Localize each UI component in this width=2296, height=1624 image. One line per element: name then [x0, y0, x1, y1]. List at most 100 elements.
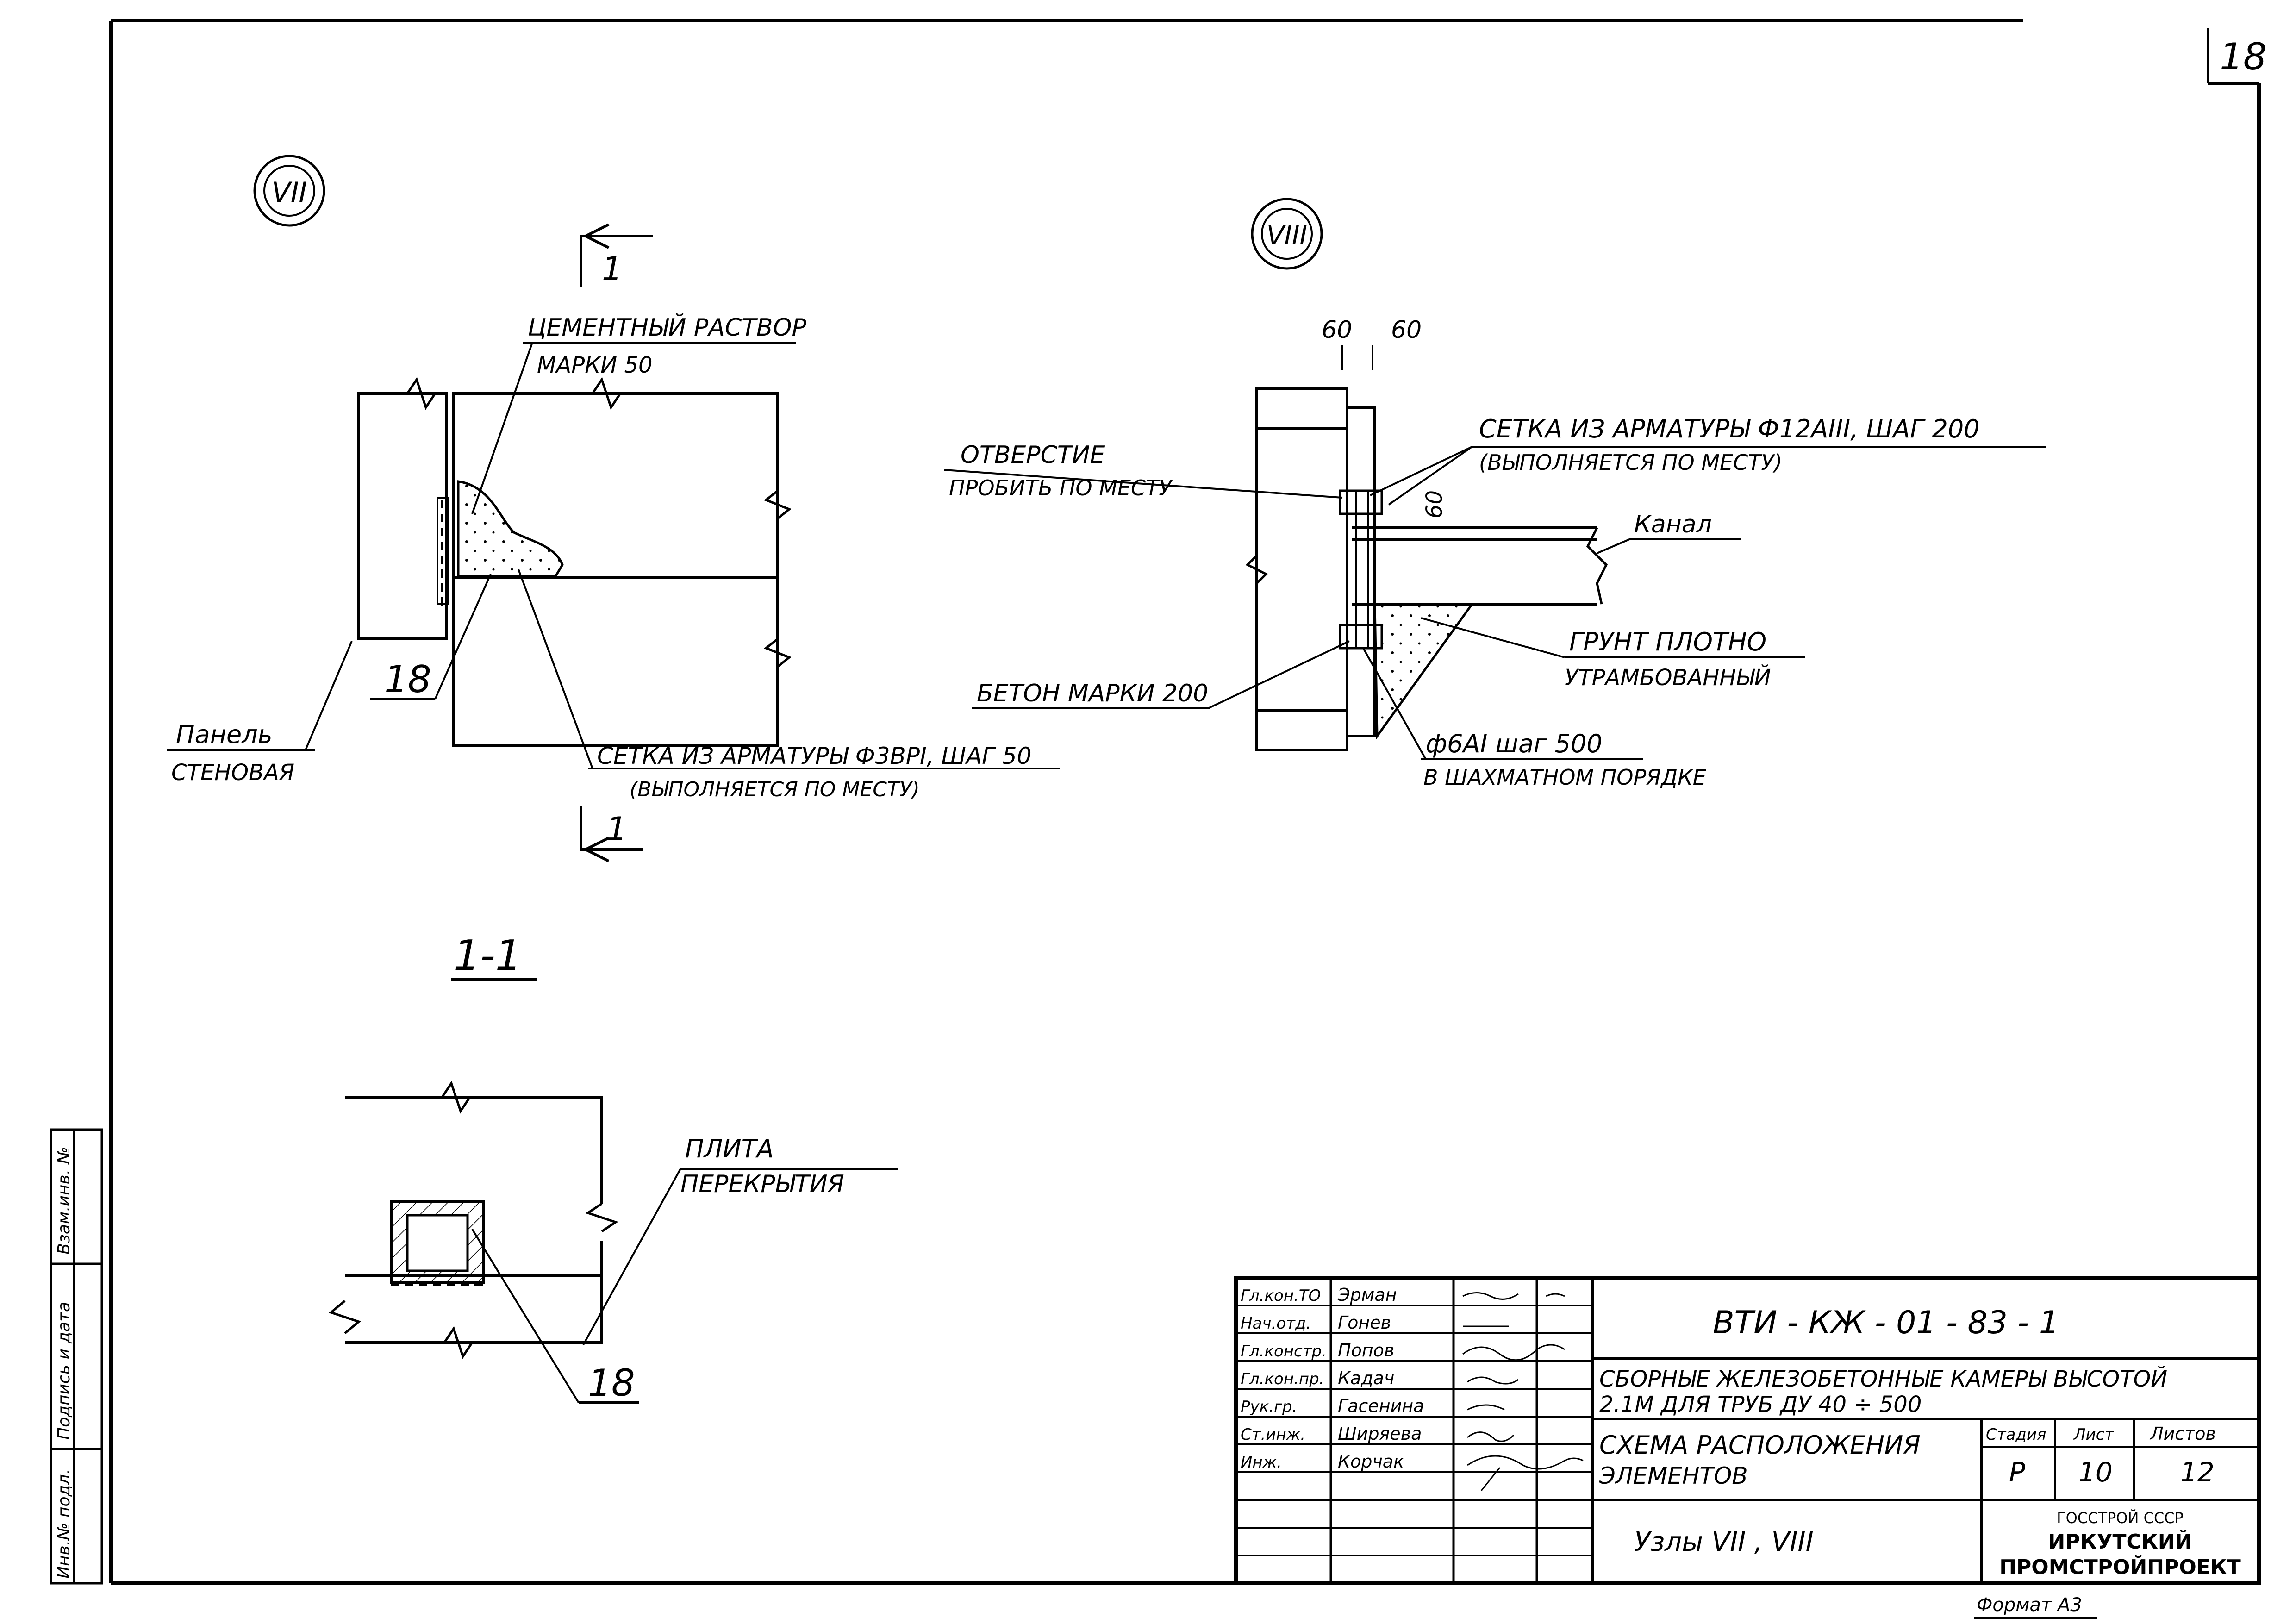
slab-label-2: перекрытия: [680, 1170, 844, 1198]
section-opening: [406, 1214, 469, 1272]
role-name-4: Кадач: [1338, 1368, 1394, 1388]
rebar-label: ф6АI шаг 500: [1426, 729, 1603, 758]
role-name-2: Гонев: [1338, 1312, 1391, 1333]
leader-slab: [582, 1168, 681, 1345]
doc-code: ВТИ - КЖ - 01 - 83 - 1: [1713, 1305, 2059, 1341]
leader-18-section: [471, 1228, 580, 1404]
channel-label: Канал: [1634, 511, 1712, 538]
node-viii-label: VIII: [1267, 221, 1307, 251]
role-title-4: Гл.кон.пр.: [1241, 1370, 1324, 1388]
break-mark-4: [764, 638, 792, 668]
role-title-2: Нач.отд.: [1241, 1314, 1311, 1333]
mortar-fillet: [457, 480, 564, 578]
dim-left: 60: [1322, 316, 1352, 344]
role-title-6: Ст.инж.: [1241, 1425, 1305, 1444]
panel-label-2: стеновая: [171, 760, 294, 786]
wall-viii: [1255, 387, 1348, 751]
section-arrow-top: [580, 223, 653, 287]
role-title-1: Гл.кон.ТО: [1241, 1287, 1321, 1305]
mesh-note-viii: (выполняется по месту): [1479, 450, 1782, 475]
role-name-6: Ширяева: [1338, 1424, 1422, 1444]
section-break-left: [328, 1300, 362, 1334]
section-title: 1-1: [454, 931, 522, 980]
break-mark-1: [406, 377, 437, 410]
mesh-bracket-top: [1339, 489, 1383, 515]
side-stamp: [50, 1128, 103, 1585]
leader-hole: [944, 469, 1343, 499]
nodes-title: Узлы VII , VIII: [1634, 1526, 1814, 1557]
sheets-header: Листов: [2149, 1424, 2216, 1444]
soil-wedge: [1373, 603, 1474, 740]
role-title-5: Рук.гр.: [1241, 1398, 1297, 1416]
role-title-3: Гл.констр.: [1241, 1342, 1327, 1361]
mesh-label-vii: Сетка из арматуры ф3ВрI, шаг 50: [597, 743, 1032, 769]
node-viii-marker-outer: [1251, 198, 1323, 270]
project-line-1: Сборные железобетонные камеры высотой: [1599, 1366, 2167, 1392]
signatures: [1462, 1292, 1584, 1491]
ref-18-vii: 18: [384, 658, 431, 701]
leader-channel: [1597, 538, 1630, 554]
leader-18: [434, 574, 492, 700]
sheet-title-1: Схема расположения: [1599, 1430, 1921, 1460]
title-block: [1234, 1276, 2261, 1585]
stage-header: Стадия: [1986, 1425, 2046, 1444]
mesh-anchor: [437, 497, 449, 605]
break-mark-3: [764, 490, 792, 519]
leader-soil: [1421, 617, 1565, 658]
dim-side: 60: [1422, 490, 1447, 518]
section-mark-bottom: 1: [606, 810, 627, 848]
hole-label: Отверстие: [961, 441, 1105, 469]
panel-label: Панель: [176, 720, 273, 749]
ref-18-section: 18: [588, 1362, 635, 1405]
wall-break: [1245, 555, 1268, 584]
mesh-note-vii: (выполняется по месту): [630, 778, 920, 801]
leader-mesh-viii-2: [1388, 446, 1473, 506]
format-label: Формат А3: [1977, 1594, 2082, 1616]
leader-mesh-viii: [1370, 446, 1472, 496]
node-viii: VIII 60 60 60 О: [944, 198, 2046, 790]
hole-note: пробить по месту: [949, 475, 1173, 500]
role-name-3: Попов: [1338, 1340, 1394, 1361]
wall-panel: [357, 392, 448, 640]
role-name-5: Гасенина: [1338, 1396, 1424, 1416]
leader-mortar: [471, 342, 533, 514]
node-vii-marker-outer: [253, 155, 325, 227]
side-stamp-sign: Подпись и дата: [55, 1302, 74, 1440]
mortar-label: Цементный раствор: [528, 313, 807, 342]
concrete-collar: [1347, 406, 1376, 737]
org-line-1: Госстрой СССР: [2057, 1509, 2184, 1527]
role-name-1: Эрман: [1337, 1285, 1397, 1305]
node-vii: VII 1 Цементный раствор марки 50 18 Пане…: [167, 155, 1060, 862]
stage-value: Р: [2009, 1456, 2025, 1488]
org-line-3: Промстройпроект: [1999, 1555, 2241, 1579]
side-stamp-replace: Взам.инв. №: [55, 1147, 74, 1255]
node-viii-marker-inner: [1261, 208, 1313, 260]
sheet-value: 10: [2078, 1456, 2113, 1488]
channel: [1352, 526, 1597, 606]
section-break-right: [585, 1202, 618, 1233]
concrete-label: Бетон марки 200: [977, 680, 1208, 707]
soil-label: Грунт плотно: [1569, 627, 1766, 656]
role-name-7: Корчак: [1338, 1451, 1404, 1472]
leader-concrete: [1208, 640, 1350, 709]
section-mark-top: 1: [602, 250, 623, 288]
slab-block: [452, 392, 779, 747]
mesh-label-viii: Сетка из арматуры ф12АIII, шаг 200: [1479, 414, 1980, 443]
soil-note: утрамбованный: [1565, 664, 1771, 691]
sheet-frame: [109, 19, 2261, 1585]
node-vii-marker-inner: [263, 165, 315, 217]
slab-label: Плита: [685, 1134, 774, 1163]
break-mark-2: [591, 377, 622, 410]
mortar-grade: марки 50: [537, 352, 653, 378]
sheets-value: 12: [2180, 1456, 2215, 1488]
role-title-7: Инж.: [1241, 1453, 1282, 1472]
node-vii-label: VII: [272, 176, 307, 209]
channel-break: [1586, 527, 1608, 605]
dim-right: 60: [1391, 316, 1422, 344]
section-1-1: 1-1 Плита перекрытия 18: [328, 931, 898, 1405]
project-line-2: 2.1м для труб Ду 40 ÷ 500: [1599, 1392, 1922, 1418]
leader-panel: [305, 641, 353, 750]
rebar-note: в шахматном порядке: [1423, 765, 1706, 790]
side-stamp-inv: Инв.№ подл.: [55, 1469, 74, 1579]
